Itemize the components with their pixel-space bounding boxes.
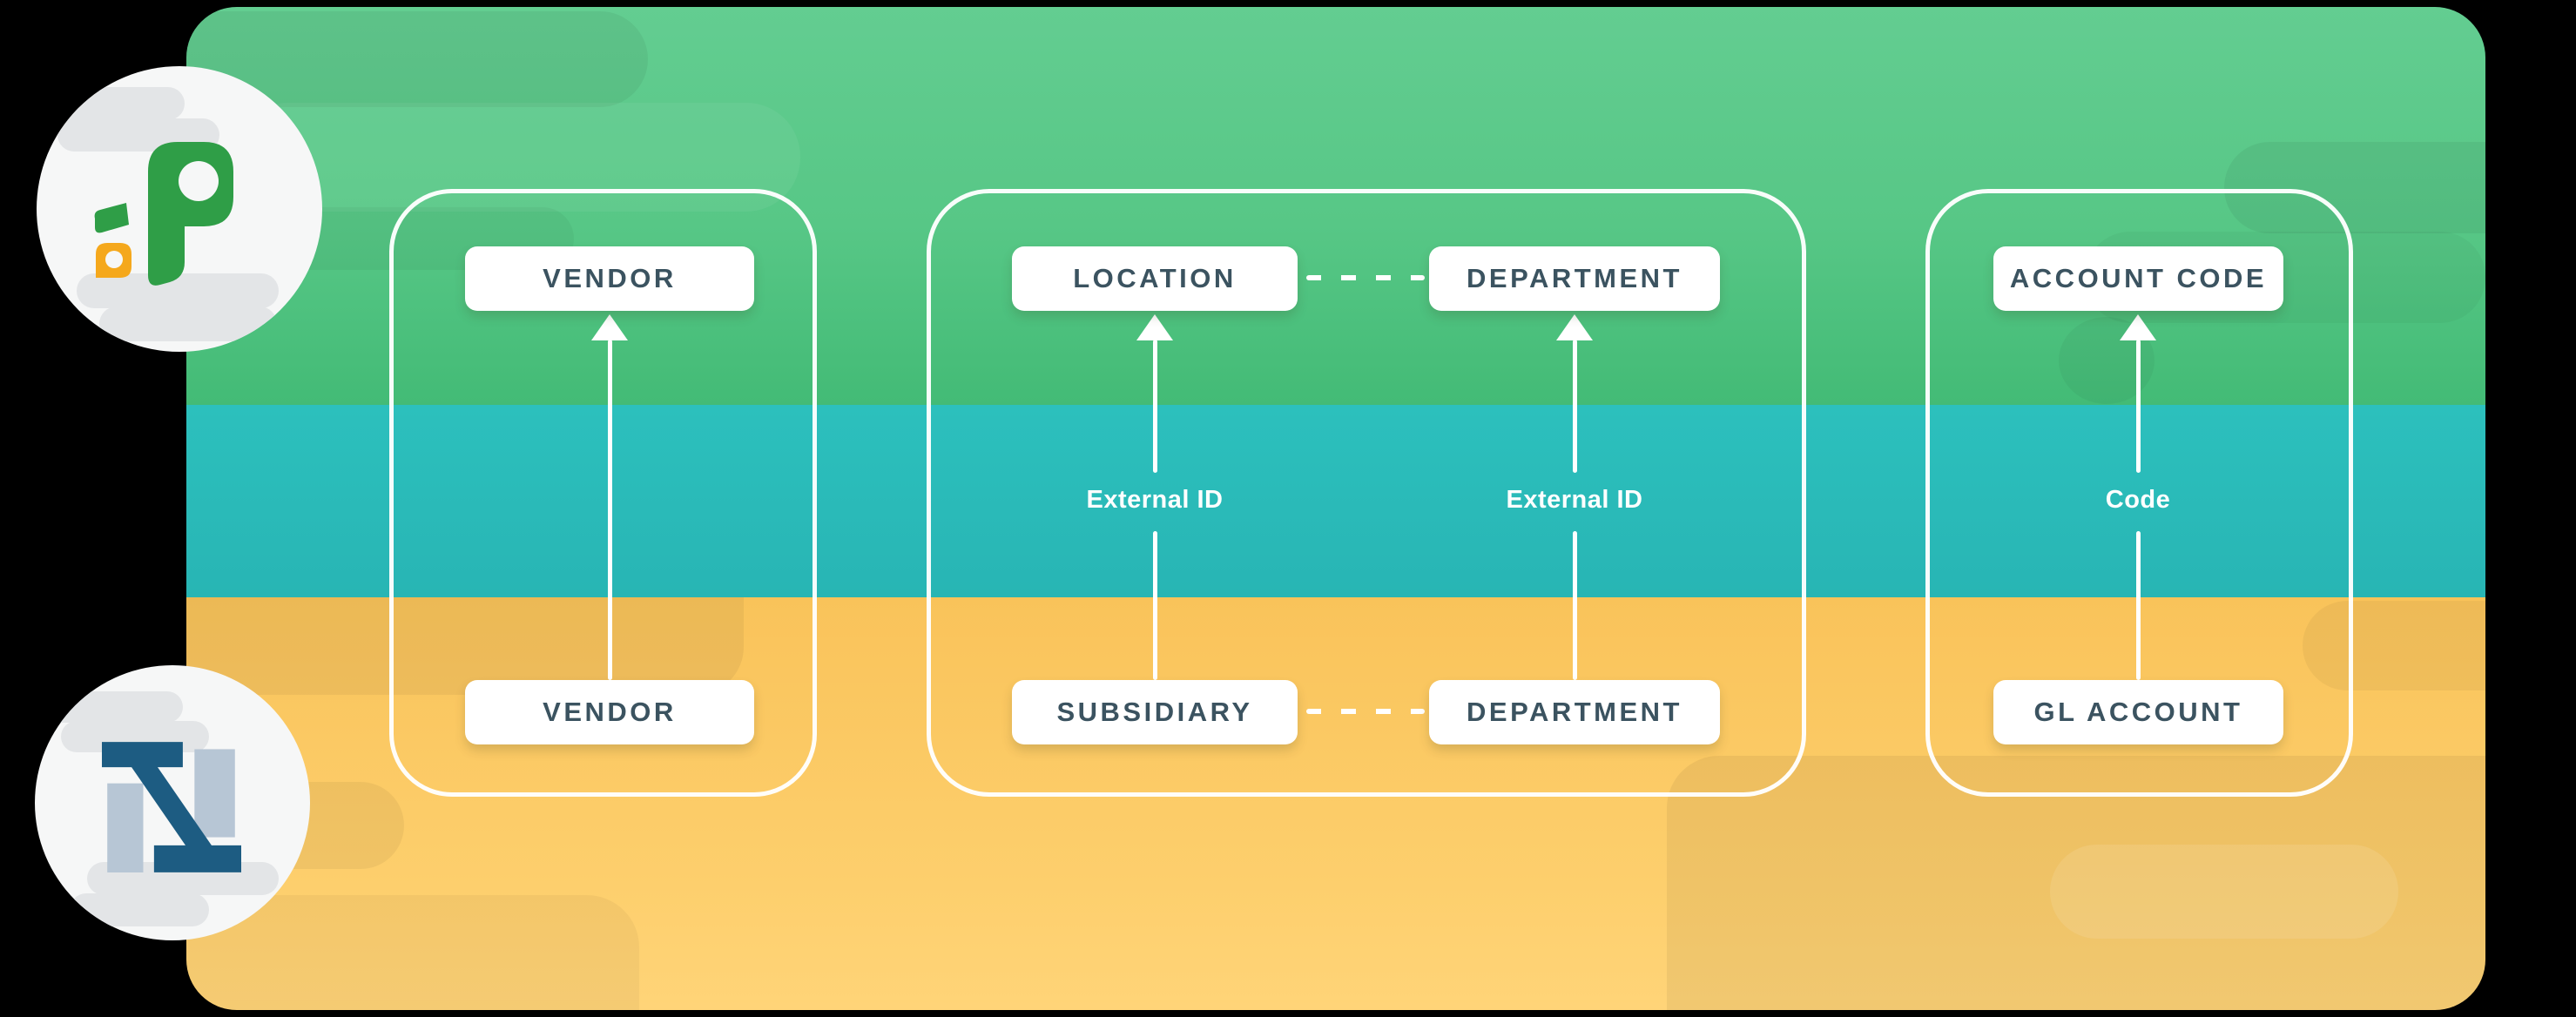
entity-box-department-procurify: DEPARTMENT (1429, 246, 1720, 311)
vendor-mapping-group (389, 189, 817, 797)
cloud-swoosh (70, 893, 209, 926)
netsuite-n-icon (102, 742, 241, 872)
arrow-up-icon (2120, 314, 2156, 340)
connector-label: Code (2105, 486, 2171, 514)
entity-box-vendor-procurify: VENDOR (465, 246, 754, 311)
entity-box-location: LOCATION (1012, 246, 1298, 311)
arrow-up-icon (1136, 314, 1173, 340)
connector-line (1573, 340, 1577, 473)
mapping-card (186, 7, 2485, 1010)
decor-pill (234, 103, 800, 212)
connector-line (2136, 340, 2141, 473)
entity-box-department-netsuite: DEPARTMENT (1429, 680, 1720, 744)
procurify-band (186, 7, 2485, 405)
connector-line (1573, 531, 1577, 680)
connector-label: External ID (1506, 486, 1643, 514)
decor-pill (2224, 142, 2485, 233)
entity-box-subsidiary: SUBSIDIARY (1012, 680, 1298, 744)
arrow-up-icon (591, 314, 628, 340)
dashed-link (1306, 275, 1425, 280)
dashed-link (1306, 709, 1425, 714)
decor-pill (186, 11, 648, 107)
procurify-p-icon (94, 142, 233, 286)
decor-pill (2303, 601, 2485, 690)
connector-line (608, 340, 612, 680)
decor-pill (186, 597, 744, 695)
entity-box-account-code: ACCOUNT CODE (1993, 246, 2283, 311)
procurify-logo (37, 66, 322, 352)
arrow-up-icon (1556, 314, 1593, 340)
mapping-field-band (186, 405, 2485, 597)
connector-line (1153, 340, 1157, 473)
location-department-mapping-group (927, 189, 1806, 797)
cloud-swoosh (77, 273, 279, 308)
decor-pill (186, 895, 639, 1010)
cloud-swoosh (99, 306, 277, 341)
decor-pill (2050, 845, 2398, 939)
account-mapping-group (1925, 189, 2353, 797)
cloud-swoosh (35, 691, 183, 723)
entity-box-vendor-netsuite: VENDOR (465, 680, 754, 744)
netsuite-logo (35, 665, 310, 940)
connector-line (1153, 531, 1157, 680)
connector-line (2136, 531, 2141, 680)
decor-pill (1667, 756, 2485, 1010)
netsuite-band (186, 597, 2485, 1010)
cloud-swoosh (37, 87, 185, 120)
connector-label: External ID (1086, 486, 1224, 514)
entity-box-gl-account: GL ACCOUNT (1993, 680, 2283, 744)
